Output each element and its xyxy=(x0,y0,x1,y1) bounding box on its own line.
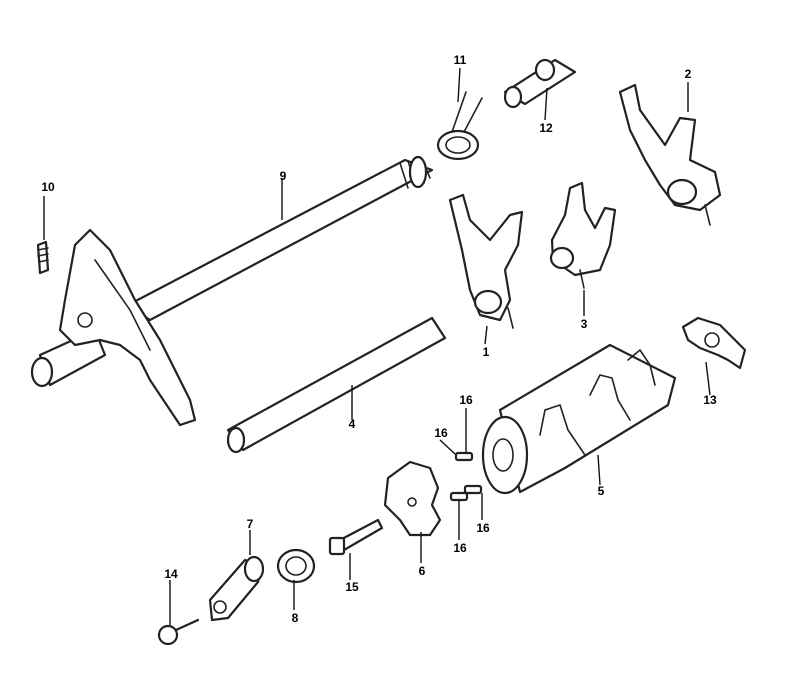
callout-12: 12 xyxy=(539,121,553,135)
callout-13: 13 xyxy=(703,393,717,407)
callout-5: 5 xyxy=(598,484,605,498)
stud-bolt-part xyxy=(503,58,577,109)
callout-6: 6 xyxy=(419,564,426,578)
stopper-plate-part xyxy=(681,316,747,370)
shift-fork-3-part xyxy=(549,181,617,289)
callout-3: 3 xyxy=(581,317,588,331)
callout-16-left: 16 xyxy=(434,426,448,440)
return-spring-part xyxy=(436,91,483,161)
leader-lines xyxy=(43,67,711,625)
fork-shaft-part xyxy=(226,316,447,454)
callout-4: 4 xyxy=(349,417,356,431)
shift-fork-1-part xyxy=(448,193,524,329)
callout-16-bottom: 16 xyxy=(453,541,467,555)
callout-1: 1 xyxy=(483,345,490,359)
callout-14: 14 xyxy=(164,567,178,581)
stopper-arm-part xyxy=(208,555,265,622)
small-spring-part xyxy=(36,240,50,275)
callout-16-top: 16 xyxy=(459,393,473,407)
callout-11: 11 xyxy=(454,53,467,67)
callout-2: 2 xyxy=(685,67,692,81)
callout-10: 10 xyxy=(41,180,55,194)
pins-part xyxy=(449,451,483,502)
callout-7: 7 xyxy=(247,517,254,531)
shift-drum-part xyxy=(481,343,677,495)
bolt-14-part xyxy=(157,618,200,646)
shift-fork-2-part xyxy=(618,83,722,226)
callout-16-right: 16 xyxy=(476,521,490,535)
bolt-part xyxy=(328,518,384,556)
stopper-spring-part xyxy=(276,548,316,584)
callout-15: 15 xyxy=(345,580,359,594)
callout-8: 8 xyxy=(292,611,299,625)
callout-9: 9 xyxy=(280,169,287,183)
gearshift-spindle-part xyxy=(30,155,434,427)
shift-drum-star-plate-part xyxy=(383,460,442,537)
callout-labels: 1 2 3 4 5 6 7 8 9 10 11 12 13 14 15 16 1… xyxy=(41,53,717,625)
